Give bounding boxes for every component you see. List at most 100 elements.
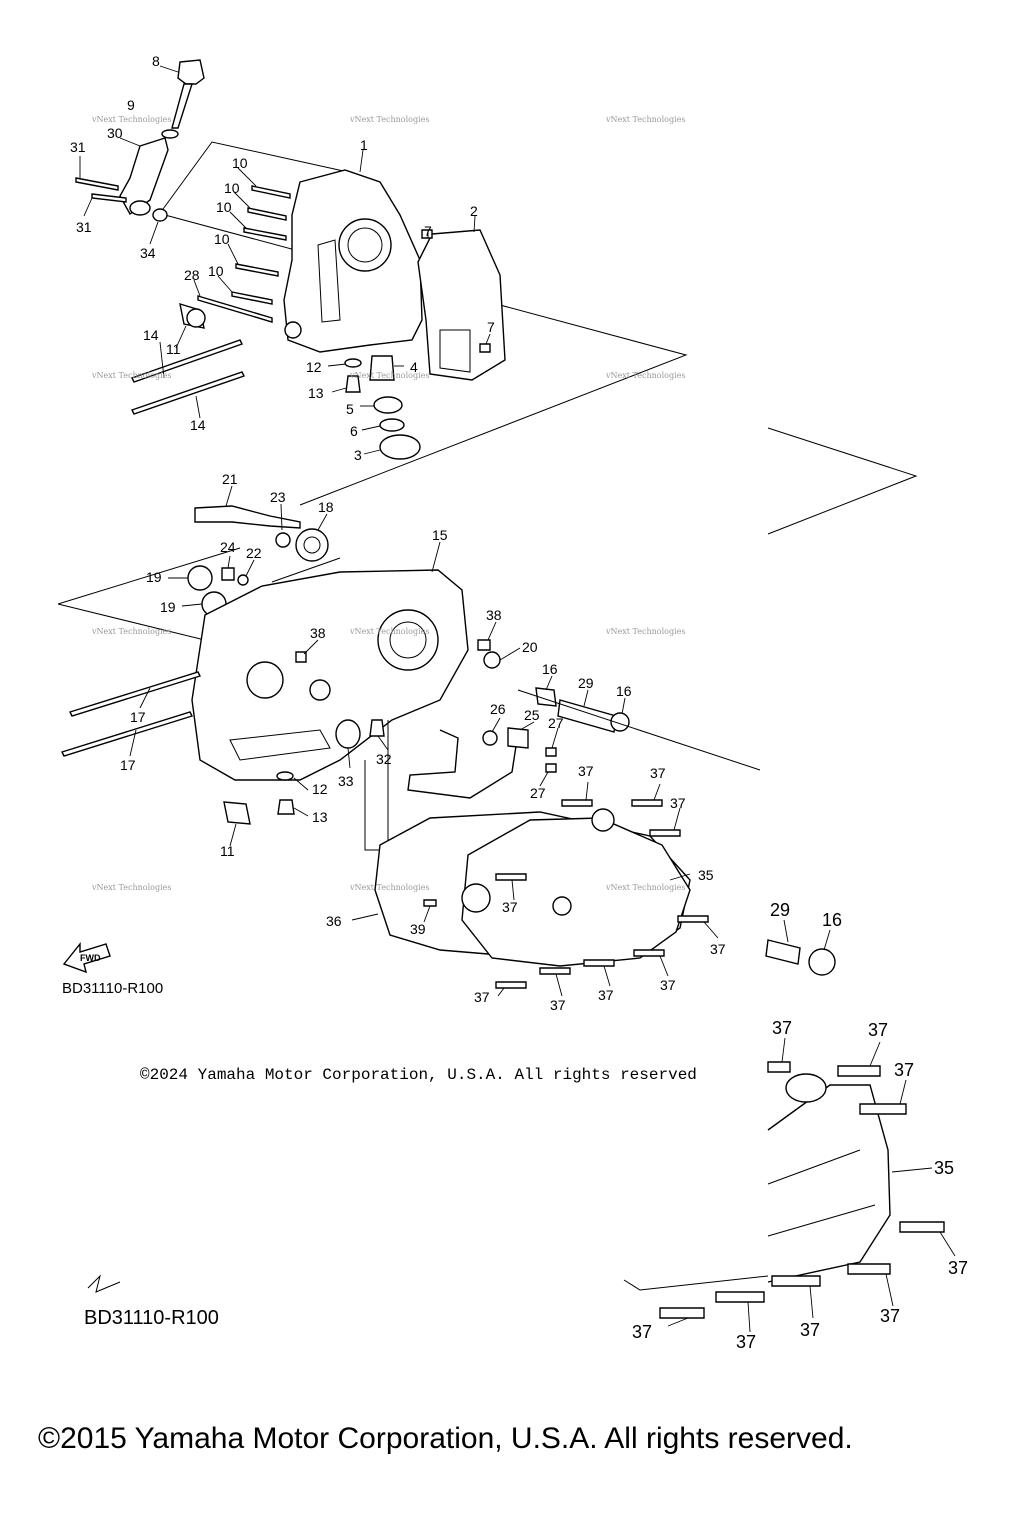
label-37l: 37 xyxy=(868,1020,888,1040)
label-35a: 35 xyxy=(698,867,714,883)
stud-17b xyxy=(61,711,193,757)
fitting-25 xyxy=(507,727,529,749)
bolt-37l-detail xyxy=(837,1065,881,1077)
dowel-38a xyxy=(477,639,491,651)
bolt-37p-detail xyxy=(771,1275,821,1287)
gasket-2 xyxy=(417,229,506,381)
label-37g: 37 xyxy=(598,987,614,1003)
bolt-37e xyxy=(495,873,527,881)
watermark-10: vNext Technologies xyxy=(91,883,171,892)
label-14b: 14 xyxy=(190,417,206,433)
label-7b: 7 xyxy=(487,319,495,335)
bolt-10d xyxy=(235,263,279,277)
bolt-31b xyxy=(91,193,127,203)
copyright-2024: ©2024 Yamaha Motor Corporation, U.S.A. A… xyxy=(140,1066,697,1084)
label-17b: 17 xyxy=(120,757,136,773)
drive-shaft-21 xyxy=(194,505,301,529)
label-1: 1 xyxy=(360,137,368,153)
seal-20 xyxy=(483,651,501,669)
label-30: 30 xyxy=(107,125,123,141)
oil-seal-33 xyxy=(335,719,361,749)
bolt-37b xyxy=(631,799,663,807)
label-38a: 38 xyxy=(486,607,502,623)
label-3: 3 xyxy=(354,447,362,463)
bolt-10c xyxy=(243,227,287,241)
oil-seal-19a xyxy=(187,565,213,591)
label-13b: 13 xyxy=(312,809,328,825)
watermark-2: vNext Technologies xyxy=(349,115,429,124)
label-19a: 19 xyxy=(146,569,162,585)
label-27a: 27 xyxy=(548,715,564,731)
label-26: 26 xyxy=(490,701,506,717)
label-29a: 29 xyxy=(578,675,594,691)
bushing-16b xyxy=(610,712,630,732)
bolt-37d xyxy=(677,915,709,923)
spring-5 xyxy=(373,396,403,414)
oil-pipe xyxy=(407,729,529,799)
drain-plug-3 xyxy=(379,434,421,460)
label-37a: 37 xyxy=(578,763,594,779)
bolt-37c xyxy=(649,829,681,837)
label-17a: 17 xyxy=(130,709,146,725)
bolt-32 xyxy=(369,719,385,737)
dowel-7b xyxy=(479,343,491,353)
watermark-5: vNext Technologies xyxy=(349,371,429,380)
bolt-37f xyxy=(633,949,665,957)
o-ring-6 xyxy=(379,418,405,432)
label-16c: 16 xyxy=(822,910,842,930)
o-ring-9 xyxy=(161,129,179,139)
label-38b: 38 xyxy=(310,625,326,641)
stud-14b xyxy=(131,371,245,415)
label-22: 22 xyxy=(246,545,262,561)
stud-14a xyxy=(131,339,243,383)
cover-35 xyxy=(461,817,691,967)
label-35b: 35 xyxy=(934,1158,954,1178)
bolt-37q-detail xyxy=(715,1291,765,1303)
label-13a: 13 xyxy=(308,385,324,401)
circlip-23 xyxy=(275,532,291,548)
label-37p: 37 xyxy=(800,1320,820,1340)
dowel-38b xyxy=(295,651,307,663)
watermark-11: vNext Technologies xyxy=(349,883,429,892)
label-31a: 31 xyxy=(70,139,86,155)
reference-code-top: BD31110-R100 xyxy=(62,980,163,997)
bolt-37n-detail xyxy=(899,1221,945,1233)
leader-lines xyxy=(79,65,956,1333)
drain-bolt-13b xyxy=(277,799,295,815)
label-36: 36 xyxy=(326,913,342,929)
collar-29a xyxy=(557,699,617,733)
bearing-18 xyxy=(295,528,329,562)
bolt-37a xyxy=(561,799,593,807)
label-10e: 10 xyxy=(208,263,224,279)
label-10a: 10 xyxy=(232,155,248,171)
washer-12a xyxy=(344,358,362,368)
label-33: 33 xyxy=(338,773,354,789)
bushing-16a xyxy=(535,687,557,707)
cover-35-detail xyxy=(767,1084,891,1283)
bolt-37r-detail xyxy=(659,1307,705,1319)
fwd-arrow: FWD xyxy=(62,942,111,974)
label-9: 9 xyxy=(127,97,135,113)
bolt-10b xyxy=(247,207,287,221)
label-23: 23 xyxy=(270,489,286,505)
label-18: 18 xyxy=(318,499,334,515)
bolt-37h xyxy=(539,967,571,975)
bolt-37o-detail xyxy=(847,1263,891,1275)
crankcase-cover-group: FWD xyxy=(62,799,836,989)
watermarks: vNext Technologies vNext Technologies vN… xyxy=(91,115,685,892)
label-37r: 37 xyxy=(632,1322,652,1342)
o-ring-34 xyxy=(152,208,168,222)
label-37i: 37 xyxy=(474,989,490,1005)
label-24: 24 xyxy=(220,539,236,555)
label-10d: 10 xyxy=(214,231,230,247)
bolt-10a xyxy=(251,185,291,199)
stud-17a xyxy=(69,671,201,717)
label-37c: 37 xyxy=(670,795,686,811)
label-19b: 19 xyxy=(160,599,176,615)
fwd-arrow-detail-fragment xyxy=(87,1274,121,1293)
label-37m: 37 xyxy=(894,1060,914,1080)
label-37k: 37 xyxy=(772,1018,792,1038)
watermark-4: vNext Technologies xyxy=(91,371,171,380)
right-crankcase-group xyxy=(75,59,918,535)
label-29b: 29 xyxy=(770,900,790,920)
